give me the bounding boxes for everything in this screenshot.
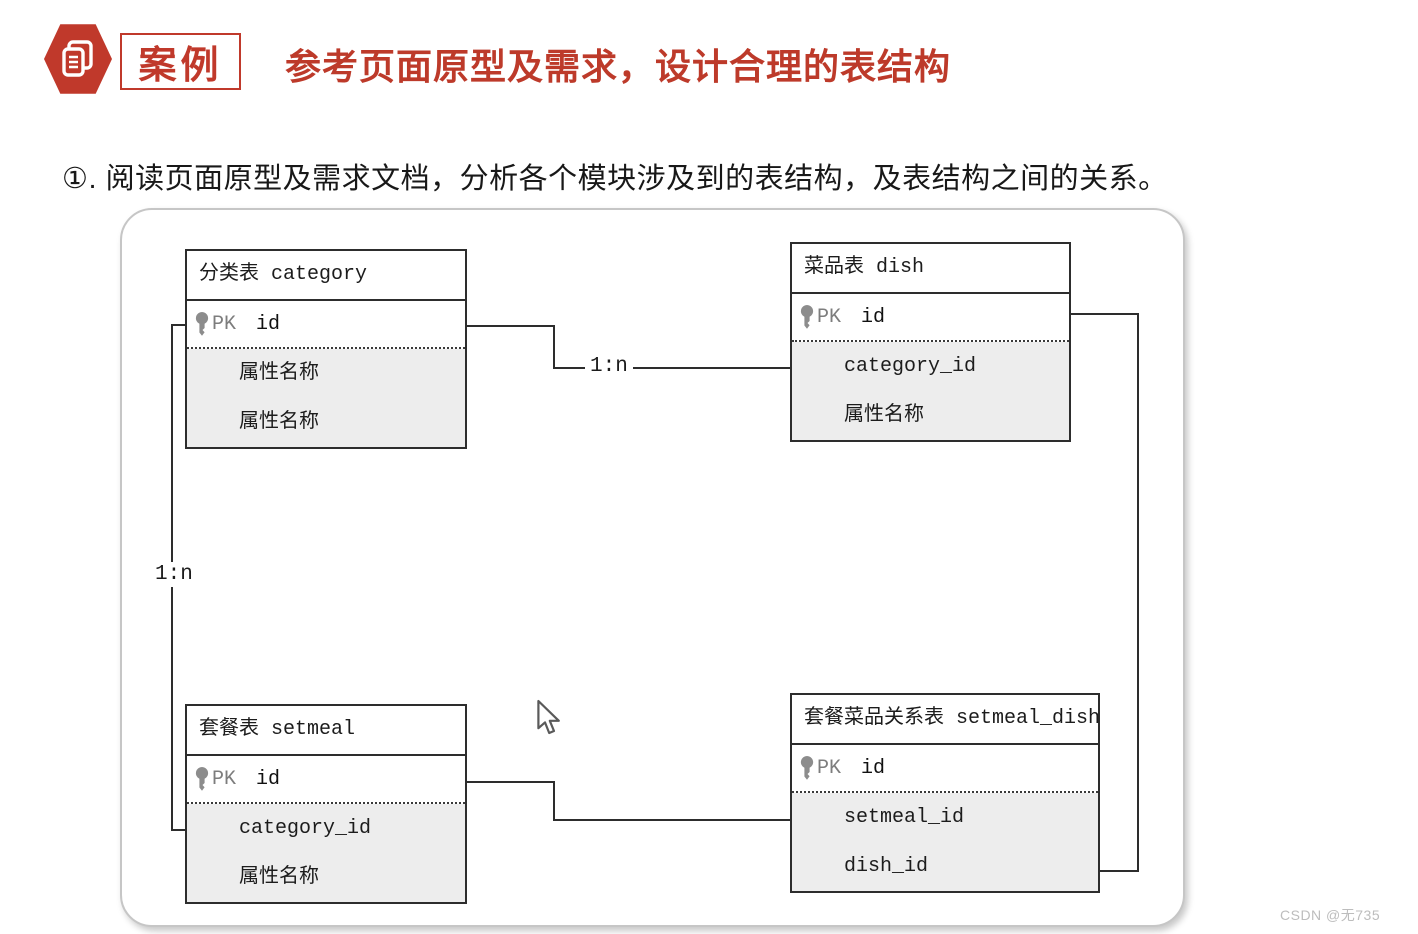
key-icon	[800, 755, 814, 780]
relation-line-category-setmeal	[171, 829, 187, 831]
pk-keyword: PK	[817, 305, 842, 329]
entity-dish: 菜品表 dish PK id category_id 属性名称	[790, 242, 1071, 442]
relation-line-dish-setmealdish	[1071, 313, 1139, 315]
relation-line-category-dish	[553, 325, 555, 368]
case-badge-hexagon	[44, 24, 112, 94]
entity-attributes: category_id 属性名称	[187, 804, 465, 902]
relation-line-setmeal-setmealdish	[467, 781, 555, 783]
entity-attributes: setmeal_id dish_id	[792, 793, 1098, 891]
key-icon	[800, 304, 814, 329]
key-icon	[195, 311, 209, 336]
attribute-row: 属性名称	[239, 866, 319, 889]
key-icon	[195, 766, 209, 791]
instruction-text: ①. 阅读页面原型及需求文档，分析各个模块涉及到的表结构，及表结构之间的关系。	[62, 163, 1168, 195]
relation-line-setmeal-setmealdish	[553, 819, 790, 821]
attribute-row: dish_id	[844, 855, 929, 878]
entity-title: 菜品表 dish	[792, 244, 1069, 294]
pk-field: id	[861, 305, 886, 329]
relation-line-dish-setmealdish	[1137, 313, 1139, 872]
entity-setmeal-dish: 套餐菜品关系表 setmeal_dish PK id setmeal_id di…	[790, 693, 1100, 893]
pk-row: PK id	[187, 301, 465, 349]
pk-row: PK id	[187, 756, 465, 804]
entity-attributes: category_id 属性名称	[792, 342, 1069, 440]
attribute-row: category_id	[844, 355, 977, 378]
relation-line-setmeal-setmealdish	[553, 781, 555, 821]
entity-title: 套餐表 setmeal	[187, 706, 465, 756]
document-icon	[62, 40, 93, 77]
pk-field: id	[256, 312, 281, 336]
entity-title: 套餐菜品关系表 setmeal_dish	[792, 695, 1100, 745]
attribute-row: setmeal_id	[844, 806, 965, 829]
entity-setmeal: 套餐表 setmeal PK id category_id 属性名称	[185, 704, 467, 904]
pk-row: PK id	[792, 745, 1098, 793]
attribute-row: 属性名称	[239, 411, 319, 434]
case-badge-box: 案例	[120, 33, 241, 90]
attribute-row: 属性名称	[239, 362, 319, 385]
er-diagram-panel: 分类表 category PK id 属性名称 属性名称 菜品表 dish PK	[120, 208, 1185, 927]
entity-category: 分类表 category PK id 属性名称 属性名称	[185, 249, 467, 449]
attribute-row: category_id	[239, 817, 372, 840]
mouse-cursor-icon	[537, 699, 560, 735]
relation-line-category-dish	[467, 325, 555, 327]
pk-field: id	[256, 767, 281, 791]
case-badge-label: 案例	[138, 45, 223, 87]
pk-keyword: PK	[817, 756, 842, 780]
relation-line-category-setmeal	[171, 324, 187, 326]
relation-label: 1:n	[150, 562, 198, 587]
page-title: 参考页面原型及需求，设计合理的表结构	[285, 46, 952, 87]
pk-keyword: PK	[212, 312, 237, 336]
watermark-text: CSDN @无735	[1280, 907, 1381, 923]
attribute-row: 属性名称	[844, 404, 924, 427]
relation-line-dish-setmealdish	[1100, 870, 1139, 872]
entity-title: 分类表 category	[187, 251, 465, 301]
relation-line-category-dish	[553, 367, 790, 369]
entity-attributes: 属性名称 属性名称	[187, 349, 465, 447]
pk-field: id	[861, 756, 886, 780]
relation-label: 1:n	[585, 354, 633, 379]
pk-keyword: PK	[212, 767, 237, 791]
pk-row: PK id	[792, 294, 1069, 342]
